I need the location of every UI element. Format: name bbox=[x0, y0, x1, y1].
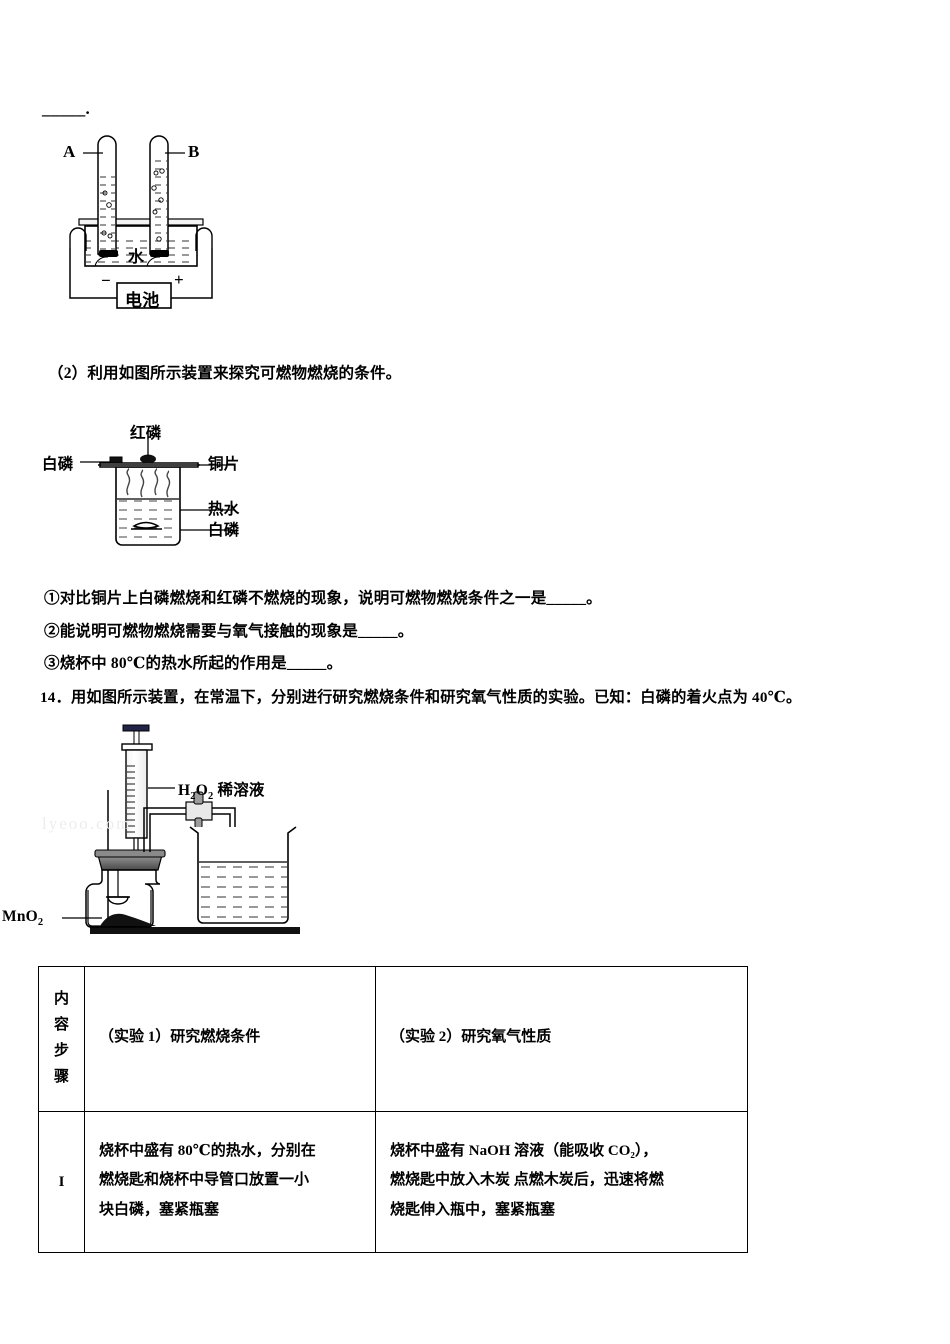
sub-question-3: ③烧杯中 80℃的热水所起的作用是_____。 bbox=[44, 655, 343, 672]
table-header-col-2: （实验 2）研究氧气性质 bbox=[375, 966, 748, 1112]
table-header-col-1: （实验 1）研究燃烧条件 bbox=[84, 966, 376, 1112]
figure-label-red-phosphorus: 红磷 bbox=[130, 425, 162, 442]
table-row-label-text: I bbox=[58, 1173, 65, 1190]
h2o2-formula-sub2: 2 bbox=[207, 791, 214, 803]
mno2-formula-main: MnO bbox=[2, 908, 38, 925]
table-header-col-2-text: （实验 2）研究氧气性质 bbox=[390, 1029, 552, 1046]
corner-label-char-2: 容 bbox=[53, 1017, 69, 1034]
figure-label-hot-water: 热水 bbox=[208, 501, 240, 518]
table-cell-experiment-1-line-2: 燃烧匙和烧杯中导管口放置一小 bbox=[99, 1172, 310, 1189]
figure-label-terminal-plus: + bbox=[174, 270, 184, 289]
table-header-row: 内 容 步 骤 （实验 1）研究燃烧条件 （实验 2）研究氧气性质 bbox=[38, 966, 748, 1112]
corner-label-char-3: 步 bbox=[53, 1043, 69, 1059]
table-header-corner-label: 内 容 步 骤 bbox=[38, 966, 85, 1112]
figure-oxygen-apparatus: lyeoo.com H2O2 稀溶液 MnO2 bbox=[2, 722, 340, 942]
table-cell-experiment-2-line-1: 烧杯中盛有 NaOH 溶液（能吸收 CO₂）， bbox=[390, 1143, 658, 1160]
figure-combustion-conditions: 红磷 白磷 铜片 热水 白磷 bbox=[42, 425, 308, 555]
figure-label-battery: 电池 bbox=[125, 291, 160, 310]
question-2-text: （2）利用如图所示装置来探究可燃物燃烧的条件。 bbox=[48, 365, 402, 382]
table-cell-experiment-2-line-3: 烧匙伸入瓶中，塞紧瓶塞 bbox=[390, 1201, 556, 1218]
figure-label-h2o2-solution: H2O2 稀溶液 bbox=[178, 778, 265, 802]
sub-question-2: ②能说明可燃物燃烧需要与氧气接触的现象是_____。 bbox=[44, 623, 414, 640]
table-cell-experiment-2: 烧杯中盛有 NaOH 溶液（能吸收 CO₂）， 燃烧匙中放入木炭 点燃木炭后，迅… bbox=[375, 1111, 748, 1253]
sub-question-1: ①对比铜片上白磷燃烧和红磷不燃烧的现象，说明可燃物燃烧条件之一是_____。 bbox=[44, 590, 602, 607]
h2o2-formula-h: H bbox=[178, 782, 191, 799]
figure-label-water: 水 bbox=[128, 249, 145, 266]
figure-label-a: A bbox=[63, 142, 76, 161]
figure-label-b: B bbox=[188, 142, 200, 161]
table-cell-experiment-2-line-2: 燃烧匙中放入木炭 点燃木炭后，迅速将燃 bbox=[390, 1172, 664, 1189]
h2o2-label-rest: 稀溶液 bbox=[213, 782, 265, 799]
mno2-formula-sub: 2 bbox=[37, 917, 44, 929]
table-cell-experiment-1: 烧杯中盛有 80℃的热水，分别在 燃烧匙和烧杯中导管口放置一小 块白磷，塞紧瓶塞 bbox=[84, 1111, 376, 1253]
leading-blank-answer: _____. bbox=[42, 99, 90, 118]
watermark-text: lyeoo.com bbox=[42, 814, 132, 833]
table-row: I 烧杯中盛有 80℃的热水，分别在 燃烧匙和烧杯中导管口放置一小 块白磷，塞紧… bbox=[38, 1111, 748, 1253]
figure-label-white-phosphorus-top: 白磷 bbox=[42, 456, 74, 473]
figure-electrolysis-apparatus: A B 水 电池 − + bbox=[55, 133, 255, 323]
h2o2-formula-sub1: 2 bbox=[190, 791, 196, 803]
figure-label-terminal-minus: − bbox=[101, 271, 111, 290]
figure-label-copper-sheet: 铜片 bbox=[208, 456, 240, 473]
table-cell-experiment-1-line-1: 烧杯中盛有 80℃的热水，分别在 bbox=[99, 1143, 316, 1160]
experiment-table: 内 容 步 骤 （实验 1）研究燃烧条件 （实验 2）研究氧气性质 I 烧杯中盛… bbox=[38, 966, 748, 1253]
corner-label-char-1: 内 bbox=[53, 991, 69, 1008]
corner-label-char-4: 骤 bbox=[53, 1068, 69, 1085]
table-cell-experiment-1-line-3: 块白磷，塞紧瓶塞 bbox=[99, 1201, 220, 1218]
figure-label-white-phosphorus-bottom: 白磷 bbox=[208, 522, 240, 539]
h2o2-formula-o: O bbox=[195, 782, 208, 799]
table-header-col-1-text: （实验 1）研究燃烧条件 bbox=[99, 1029, 261, 1046]
table-row-label: I bbox=[38, 1111, 85, 1253]
figure-label-mno2: MnO2 bbox=[2, 908, 43, 928]
corner-label-stack: 内 容 步 骤 bbox=[39, 987, 84, 1090]
question-14-text: 14．用如图所示装置，在常温下，分别进行研究燃烧条件和研究氧气性质的实验。已知：… bbox=[40, 689, 802, 706]
